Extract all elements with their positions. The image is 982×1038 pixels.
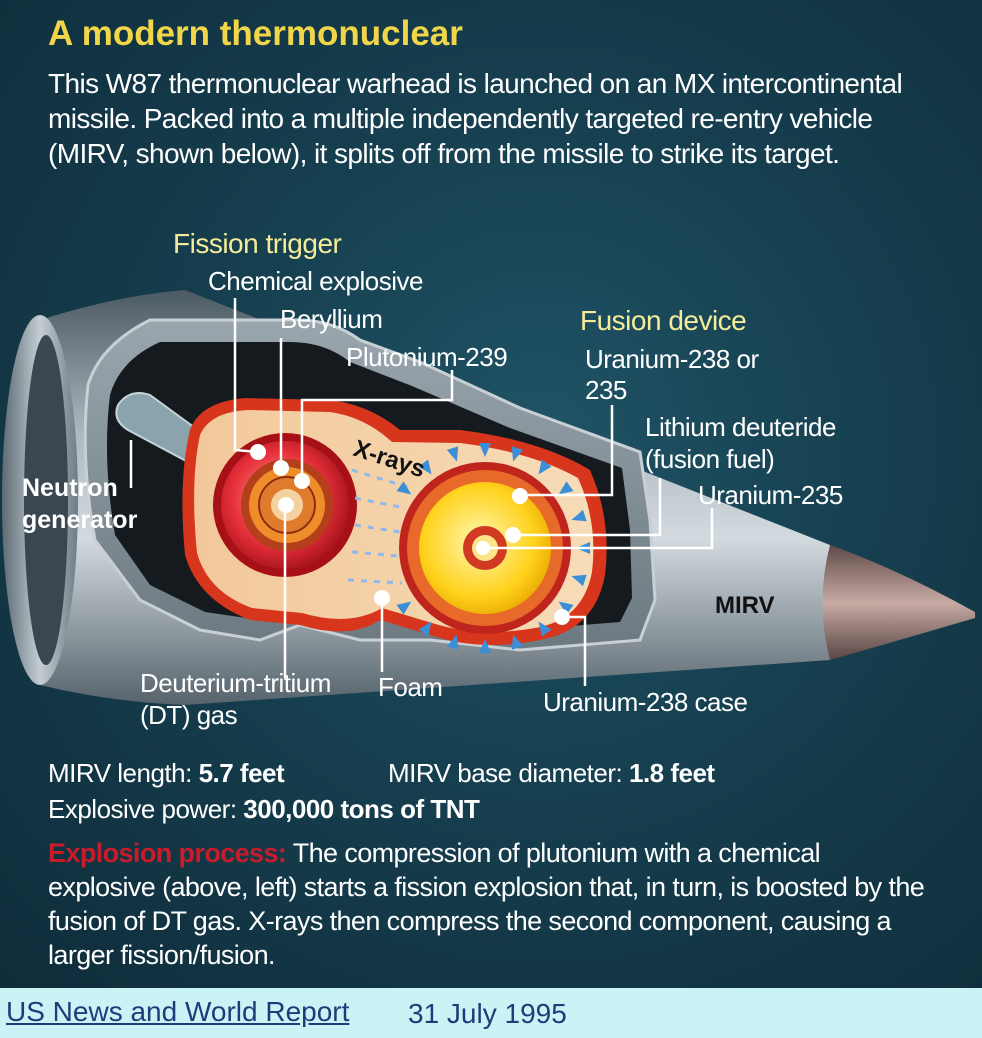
compression-arrow [418, 459, 432, 475]
intro-paragraph: This W87 thermonuclear warhead is launch… [48, 68, 903, 169]
uranium-238-or-235-label-line2: 235 [585, 375, 627, 405]
leader-lines [129, 298, 714, 686]
compression-arrow [538, 621, 552, 637]
neutron-generator-label-line2: generator [22, 506, 138, 534]
mirv-length-label: MIRV length: [48, 758, 192, 788]
plutonium-label: Plutonium-239 [346, 342, 508, 372]
leader-dots [250, 444, 570, 625]
compression-arrow [446, 634, 459, 650]
mirv-diameter-spec: MIRV base diameter: 1.8 feet [388, 758, 715, 789]
compression-arrow [396, 481, 412, 495]
chemical-explosive-label: Chemical explosive [208, 266, 423, 296]
compression-arrow [538, 459, 552, 475]
compression-arrow [479, 443, 491, 457]
foam-label: Foam [378, 672, 443, 702]
compression-arrow [558, 601, 574, 615]
infographic-panel: A modern thermonuclear This W87 thermonu… [0, 0, 982, 988]
uranium-235-label: Uranium-235 [698, 480, 843, 510]
compression-arrow [418, 621, 432, 637]
mirv-diameter-value: 1.8 feet [628, 758, 715, 788]
explosion-process-paragraph: Explosion process: The compression of pl… [48, 836, 928, 972]
mirv-label: MIRV [715, 592, 775, 619]
mirv-diameter-label: MIRV base diameter: [388, 758, 623, 788]
compression-arrow [511, 634, 524, 650]
compression-arrow [511, 446, 524, 462]
compression-arrow [571, 574, 587, 587]
lithium-deuteride-label: Lithium deuteride [645, 412, 836, 442]
compression-arrow [446, 446, 459, 462]
dt-gas-label: (DT) gas [140, 700, 238, 730]
mirv-length-spec: MIRV length: 5.7 feet [48, 758, 285, 789]
source-footer: US News and World Report 31 July 1995 [0, 988, 982, 1038]
source-link[interactable]: US News and World Report [6, 996, 350, 1027]
compression-arrow [396, 601, 412, 615]
fusion-device-heading: Fusion device [580, 305, 747, 336]
compression-arrow [558, 481, 574, 495]
fusion-fuel-label: (fusion fuel) [645, 444, 775, 474]
explosive-power-value: 300,000 tons of TNT [243, 794, 480, 824]
mirv-length-value: 5.7 feet [198, 758, 285, 788]
warhead-diagram: X-rays [2, 290, 975, 705]
compression-arrows [396, 443, 590, 653]
compression-arrow [571, 509, 587, 522]
explosive-power-spec: Explosive power: 300,000 tons of TNT [48, 794, 480, 825]
neutron-generator-label: Neutron [22, 474, 118, 502]
fission-trigger-heading: Fission trigger [173, 228, 342, 259]
beryllium-label: Beryllium [280, 304, 383, 334]
mirv-nose-tip [822, 545, 975, 660]
source-date: 31 July 1995 [408, 998, 567, 1029]
uranium-238-case-label: Uranium-238 case [543, 687, 748, 717]
explosion-process-heading: Explosion process: [48, 838, 287, 868]
page-title: A modern thermonuclear [48, 14, 463, 53]
deuterium-tritium-label: Deuterium-tritium [140, 668, 331, 698]
explosive-power-label: Explosive power: [48, 794, 237, 824]
explosion-process-text: The compression of plutonium with a chem… [48, 838, 925, 970]
uranium-238-or-235-label: Uranium-238 or [585, 344, 759, 374]
x-ray-lines [347, 468, 411, 585]
compression-arrow [479, 639, 491, 653]
